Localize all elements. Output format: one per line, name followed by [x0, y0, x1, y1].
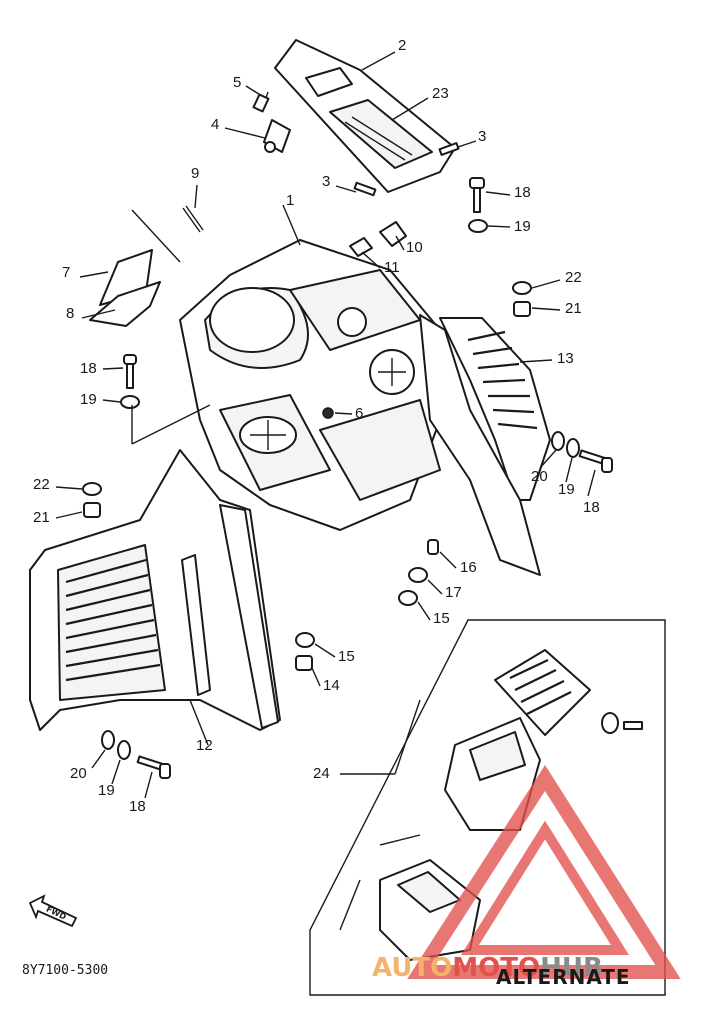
callout-c9: 9	[191, 165, 199, 182]
callout-c22a: 22	[565, 269, 582, 286]
callout-c23: 23	[432, 85, 449, 102]
callout-c14: 14	[323, 677, 340, 694]
callout-c18d: 18	[129, 798, 146, 815]
callout-c6: 6	[355, 405, 363, 422]
callout-c12: 12	[196, 737, 213, 754]
callout-layer: 1233456789101112131415151617181818181919…	[33, 37, 600, 815]
callout-c24: 24	[313, 765, 330, 782]
callout-c3b: 3	[322, 173, 330, 190]
fasteners	[82, 177, 613, 779]
callout-c19b: 19	[80, 391, 97, 408]
callout-c21b: 21	[33, 509, 50, 526]
top-cover-part	[274, 39, 456, 193]
callout-c16: 16	[460, 559, 477, 576]
watermark-part-1: AUTO	[372, 953, 452, 983]
callout-c18a: 18	[514, 184, 531, 201]
callout-c20a: 20	[531, 468, 548, 485]
alternate-label: ALTERNATE	[496, 965, 631, 989]
callout-c19a: 19	[514, 218, 531, 235]
callout-c3a: 3	[478, 128, 486, 145]
watermark-text: AUTOMOTOHUB	[372, 953, 603, 983]
callout-c8: 8	[66, 305, 74, 322]
callout-c4: 4	[211, 116, 219, 133]
left-cover-part	[29, 449, 281, 731]
callout-c17: 17	[445, 584, 462, 601]
pins-and-clips	[182, 91, 460, 257]
callout-c20b: 20	[70, 765, 87, 782]
right-vent-part	[419, 314, 551, 576]
callout-c11: 11	[384, 259, 400, 276]
callout-c13: 13	[557, 350, 574, 367]
leader-lines	[55, 51, 596, 799]
fwd-arrow-icon: FWD	[28, 894, 78, 928]
callout-c15b: 15	[338, 648, 355, 665]
callout-c7: 7	[62, 264, 70, 281]
alternate-inset	[309, 619, 666, 996]
callout-c15a: 15	[433, 610, 450, 627]
watermark-part-3: HUB	[540, 953, 603, 983]
triangle-logo-icon	[407, 765, 681, 979]
bracket-parts	[89, 249, 161, 327]
callout-c1: 1	[286, 192, 294, 209]
callout-c22b: 22	[33, 476, 50, 493]
callout-c18b: 18	[80, 360, 97, 377]
main-panel-part	[179, 239, 441, 531]
callout-c19d: 19	[98, 782, 115, 799]
callout-c19c: 19	[558, 481, 575, 498]
callout-c5: 5	[233, 74, 241, 91]
callout-c18c: 18	[583, 499, 600, 516]
drawing-code: 8Y7100-5300	[22, 963, 108, 978]
callout-c21a: 21	[565, 300, 582, 317]
callout-c2: 2	[398, 37, 406, 54]
watermark-part-2: MOTO	[452, 953, 540, 983]
callout-c10: 10	[406, 239, 423, 256]
